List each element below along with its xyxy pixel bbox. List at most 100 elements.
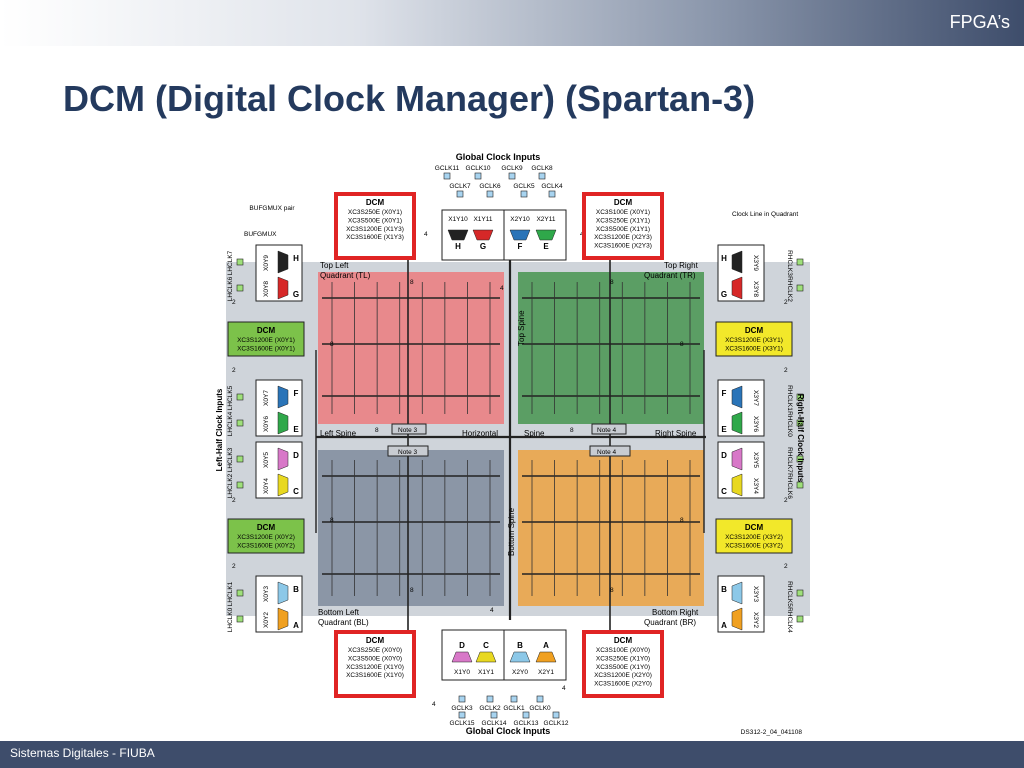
bus2-label-5: 2: [784, 367, 788, 374]
left-mux-3-1: [277, 607, 289, 631]
right-pin-label-3-1: RHCLK4: [786, 607, 793, 633]
left-pin-label-2-0: LHCLK3: [227, 447, 234, 472]
dcm-right-1-line-0: XC3S1200E (X3Y1): [725, 337, 783, 344]
bottom-gclk-row2-2: GCLK13: [514, 720, 539, 727]
dcm-top-right-line-1: XC3S250E (X1Y1): [596, 217, 650, 224]
right-mux-0-0: [731, 250, 743, 274]
right-mux-letter-3-0: B: [721, 585, 727, 594]
dcm-bottom-right-line-3: XC3S1200E (X2Y0): [594, 672, 652, 679]
bus4-label-4: 4: [562, 685, 566, 692]
bottom-heading: Global Clock Inputs: [466, 726, 551, 736]
dcm-right-2-box: [715, 518, 793, 554]
dcm-top-right-box: [582, 192, 664, 260]
bottom-mux-letter-3: A: [543, 641, 549, 650]
quad-tr-label-1: Top Right: [664, 261, 699, 270]
footer-text: Sistemas Digitales - FIUBA: [10, 746, 155, 760]
bus8-label-7: 8: [680, 517, 684, 524]
left-mux-coord-2-1: X0Y4: [263, 478, 270, 494]
left-pin-label-1-1: LHCLK4: [227, 411, 234, 436]
note3-box-lower: [387, 445, 429, 457]
quad-tl-label-1: Top Left: [320, 261, 349, 270]
quad-bl-label-1: Bottom Left: [318, 608, 360, 617]
right-mux-letter-3-1: A: [721, 621, 727, 630]
right-mux-letter-1-0: F: [722, 389, 727, 398]
bus8-label-0: 8: [410, 279, 414, 286]
top-gclk-row1-0: GCLK11: [435, 165, 460, 172]
right-pin-label-3-0: RHCLK5: [786, 581, 793, 607]
right-mux-letter-0-1: G: [721, 290, 727, 299]
bus2-label-2: 2: [232, 497, 236, 504]
ref-label: DS312-2_04_041108: [741, 729, 803, 736]
bottom-mux-2: [509, 651, 531, 663]
top-mux-3: [535, 229, 557, 241]
left-pin-label-0-1: LHCLK6: [227, 276, 234, 301]
dcm-right-1-title: DCM: [745, 326, 764, 335]
right-mux-letter-2-0: D: [721, 451, 727, 460]
bottom-gclk-row2-3: GCLK12: [544, 720, 569, 727]
bottom-gclk-row2-1: GCLK14: [482, 720, 507, 727]
right-mux-1-0: [731, 385, 743, 409]
top-mux-letter-0: H: [455, 242, 461, 251]
bottom-gclk-pin-row2-2: [522, 711, 530, 719]
bottom-gclk-pin-row1-3: [536, 695, 544, 703]
top-gclk-pin-row1-2: [508, 172, 516, 180]
dcm-left-2-line-1: XC3S1600E (X0Y2): [237, 542, 295, 549]
right-mux-coord-0-1: X3Y8: [752, 281, 759, 297]
left-mux-letter-1-1: E: [293, 425, 299, 434]
dcm-top-left-box: [334, 192, 416, 260]
bus2-label-6: 2: [784, 497, 788, 504]
top-mux-coord-2: X2Y10: [510, 216, 530, 223]
dcm-left-1-box: [227, 321, 305, 357]
left-mux-1-1: [277, 411, 289, 435]
top-gclk-row1-1: GCLK10: [466, 165, 491, 172]
left-pin-3-1: [236, 615, 244, 623]
top-mux-coord-3: X2Y11: [536, 216, 555, 223]
dcm-bottom-right-box: [582, 630, 664, 698]
top-gclk-pin-row2-1: [486, 190, 494, 198]
right-mux-coord-1-1: X3Y6: [752, 416, 759, 432]
dcm-top-right-title: DCM: [614, 198, 633, 207]
left-mux-coord-3-0: X0Y3: [263, 586, 270, 602]
bottom-mux-0: [451, 651, 473, 663]
dcm-top-right-line-0: XC3S100E (X0Y1): [596, 209, 650, 216]
dcm-bottom-left-title: DCM: [366, 636, 385, 645]
bus8-label-2: 8: [330, 341, 334, 348]
horizontal-label: Horizontal: [462, 429, 498, 438]
left-mux-0-0: [277, 250, 289, 274]
dcm-bottom-left-box: [334, 630, 416, 698]
left-mux-coord-0-0: X0Y9: [263, 255, 270, 271]
bottom-gclk-pin-row2-3: [552, 711, 560, 719]
bus2-label-3: 2: [232, 563, 236, 570]
dcm-left-1-line-1: XC3S1600E (X0Y1): [237, 345, 295, 352]
top-gclk-pin-row1-1: [474, 172, 482, 180]
dcm-bottom-right-line-1: XC3S250E (X1Y0): [596, 655, 650, 662]
right-mux-coord-2-1: X3Y4: [752, 478, 759, 494]
dcm-bottom-left-line-1: XC3S500E (X0Y0): [348, 655, 402, 662]
right-mux-3-0: [731, 581, 743, 605]
bottom-mux-1: [475, 651, 497, 663]
dcm-bottom-left-line-3: XC3S1600E (X1Y0): [346, 672, 404, 679]
top-mux-coord-0: X1Y10: [448, 216, 468, 223]
bus4-label-3: 4: [490, 607, 494, 614]
dcm-top-left-line-3: XC3S1600E (X1Y3): [346, 234, 404, 241]
dcm-top-right-line-3: XC3S1200E (X2Y3): [594, 234, 652, 241]
bottom-mux-coord-0: X1Y0: [454, 669, 470, 676]
bottom-mux-letter-1: C: [483, 641, 489, 650]
bufgmux-label: BUFGMUX: [244, 231, 277, 238]
note3-label-lower: Note 3: [398, 449, 418, 456]
note4-box-lower: [589, 445, 631, 457]
right-mux-3-1: [731, 607, 743, 631]
quad-bl-label-2: Quadrant (BL): [318, 618, 369, 627]
left-mux-coord-1-1: X0Y6: [263, 416, 270, 432]
top-gclk-row2-1: GCLK6: [479, 183, 501, 190]
note4-label: Note 4: [597, 427, 617, 434]
left-half-inputs-label: Left-Half Clock Inputs: [215, 388, 224, 471]
left-pin-label-3-1: LHCLK0: [227, 607, 234, 632]
header-title: FPGA’s: [949, 12, 1010, 32]
top-mux-coord-1: X1Y11: [473, 216, 492, 223]
left-pin-3-0: [236, 589, 244, 597]
left-mux-coord-3-1: X0Y2: [263, 612, 270, 628]
bus2-label-4: 2: [784, 299, 788, 306]
bottom-gclk-pin-row1-0: [458, 695, 466, 703]
left-mux-letter-2-1: C: [293, 487, 299, 496]
